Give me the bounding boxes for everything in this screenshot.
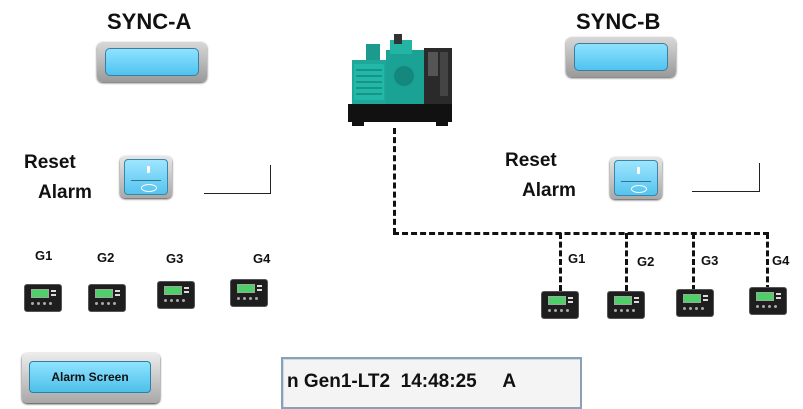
- alarm-ticker-text: n Gen1-LT2 14:48:25 A: [287, 371, 517, 392]
- alarm-screen-label: Alarm Screen: [29, 361, 151, 393]
- genset-controller-icon[interactable]: [230, 279, 268, 307]
- sync-b-title: SYNC-B: [576, 9, 661, 34]
- genset-controller-icon[interactable]: [157, 281, 195, 309]
- gen-label-a-3: G3: [166, 251, 184, 266]
- genset-controller-icon[interactable]: [607, 291, 645, 319]
- reset-label-a: Reset: [24, 152, 76, 173]
- alarm-screen-button[interactable]: Alarm Screen: [22, 353, 160, 403]
- genset-controller-icon[interactable]: [676, 289, 714, 317]
- alarm-label-b: Alarm: [522, 180, 576, 201]
- genset-controller-icon[interactable]: [541, 291, 579, 319]
- reset-a-indicator-line: [204, 193, 271, 194]
- alarm-label-a: Alarm: [38, 182, 92, 203]
- reset-b-indicator-tick: [759, 163, 760, 192]
- gen-label-a-1: G1: [35, 248, 53, 263]
- sync-b-button[interactable]: [566, 37, 676, 77]
- bus-drop-g4: [766, 233, 769, 291]
- gen-label-b-2: G2: [637, 254, 655, 269]
- gen-label-b-4: G4: [772, 253, 790, 268]
- genset-controller-icon[interactable]: [749, 287, 787, 315]
- bus-drop-g3: [692, 233, 695, 291]
- reset-label-b: Reset: [505, 150, 557, 171]
- reset-b-indicator-line: [692, 191, 760, 192]
- alarm-ticker: n Gen1-LT2 14:48:25 A: [281, 357, 582, 409]
- gen-label-b-3: G3: [701, 253, 719, 268]
- reset-alarm-a-button[interactable]: [120, 156, 172, 198]
- bus-main-line: [393, 232, 769, 235]
- diesel-generator-icon: [346, 30, 456, 128]
- reset-a-indicator-tick: [270, 165, 271, 194]
- gen-label-b-1: G1: [568, 251, 586, 266]
- bus-drop-g1: [559, 233, 562, 291]
- bus-drop-g2: [625, 233, 628, 291]
- sync-a-button[interactable]: [97, 42, 207, 82]
- genset-controller-icon[interactable]: [24, 284, 62, 312]
- genset-controller-icon[interactable]: [88, 284, 126, 312]
- bus-riser-line: [393, 128, 396, 234]
- sync-a-title: SYNC-A: [107, 9, 192, 34]
- reset-alarm-b-button[interactable]: [610, 157, 662, 199]
- gen-label-a-4: G4: [253, 251, 271, 266]
- gen-label-a-2: G2: [97, 250, 115, 265]
